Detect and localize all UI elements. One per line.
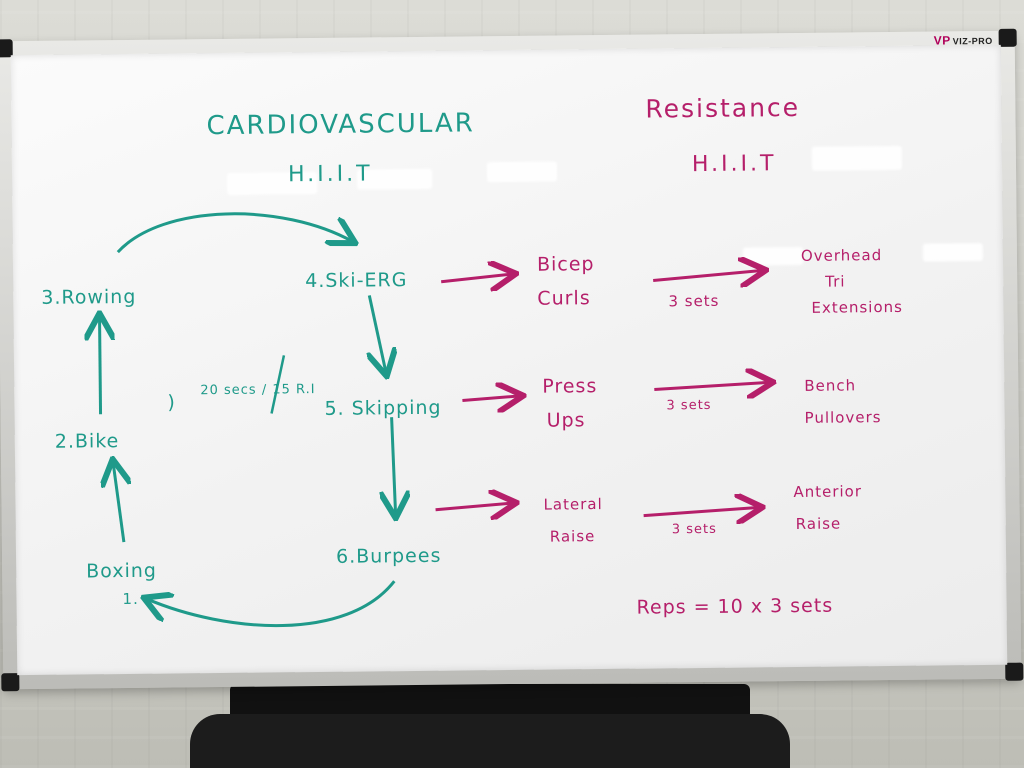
arrow-lateral-to-anterior [643,507,760,515]
chair-back [190,684,790,768]
station-burpees: 6.Burpees [335,544,442,568]
sets-label-row2: 3 sets [666,397,712,414]
arrow-rowing-to-ski-erg [116,212,352,254]
exercise-bicep: Bicep [536,253,595,276]
station-skipping: 5. Skipping [324,396,442,420]
timing-note: 20 secs / 15 R.I [200,382,316,399]
timing-bracket: ) [167,391,176,414]
exercise-tri: Tri [825,272,846,291]
frame-corner-top-right [998,28,1017,47]
station-boxing-number: 1. [122,589,139,609]
arrow-bicep-to-overhead [653,270,763,280]
arrow-skipping-to-burpees [392,417,396,515]
reps-note: Reps = 10 x 3 sets [636,594,834,619]
board-surface: CARDIOVASCULAR H.I.I.T 3.Rowing 4.Ski-ER… [10,44,1008,676]
arrow-press-ups-to-bench [654,382,770,389]
exercise-bench: Bench [804,376,857,395]
arrow-boxing-to-bike [113,462,124,543]
exercise-lateral: Lateral [543,495,603,514]
resistance-subtitle: H.I.I.T [691,151,777,178]
sets-label-row1: 3 sets [668,291,720,311]
exercise-curls: Curls [537,287,591,310]
exercise-press: Press [542,375,598,398]
resistance-title: Resistance [645,92,801,124]
exercise-ups: Ups [546,409,586,432]
exercise-extensions: Extensions [811,297,904,317]
arrow-bike-to-rowing [100,316,101,415]
exercise-overhead: Overhead [800,246,883,265]
station-boxing: Boxing [86,559,158,583]
station-bike: 2.Bike [54,430,120,453]
sets-label-row3: 3 sets [671,521,717,538]
arrow-ski-erg-to-skipping [369,295,386,373]
frame-corner-bottom-right [1005,662,1024,681]
cardio-title: CARDIOVASCULAR [206,108,475,142]
cardio-subtitle: H.I.I.T [287,161,373,188]
arrow-skipping-to-press-ups [462,396,520,401]
timing-divider-slash [270,355,286,414]
frame-corner-bottom-left [1,673,20,692]
exercise-raise: Raise [549,527,596,546]
arrow-burpees-to-boxing [146,580,396,628]
exercise-pullovers: Pullovers [804,408,882,427]
exercise-anterior-raise: Raise [795,514,842,534]
arrow-ski-erg-to-bicep-curls [441,274,513,282]
arrow-burpees-to-lateral-raise [435,503,514,510]
exercise-anterior: Anterior [793,482,863,502]
station-rowing: 3.Rowing [41,285,137,309]
station-ski-erg: 4.Ski-ERG [305,269,408,293]
arrow-layer [11,212,1007,628]
